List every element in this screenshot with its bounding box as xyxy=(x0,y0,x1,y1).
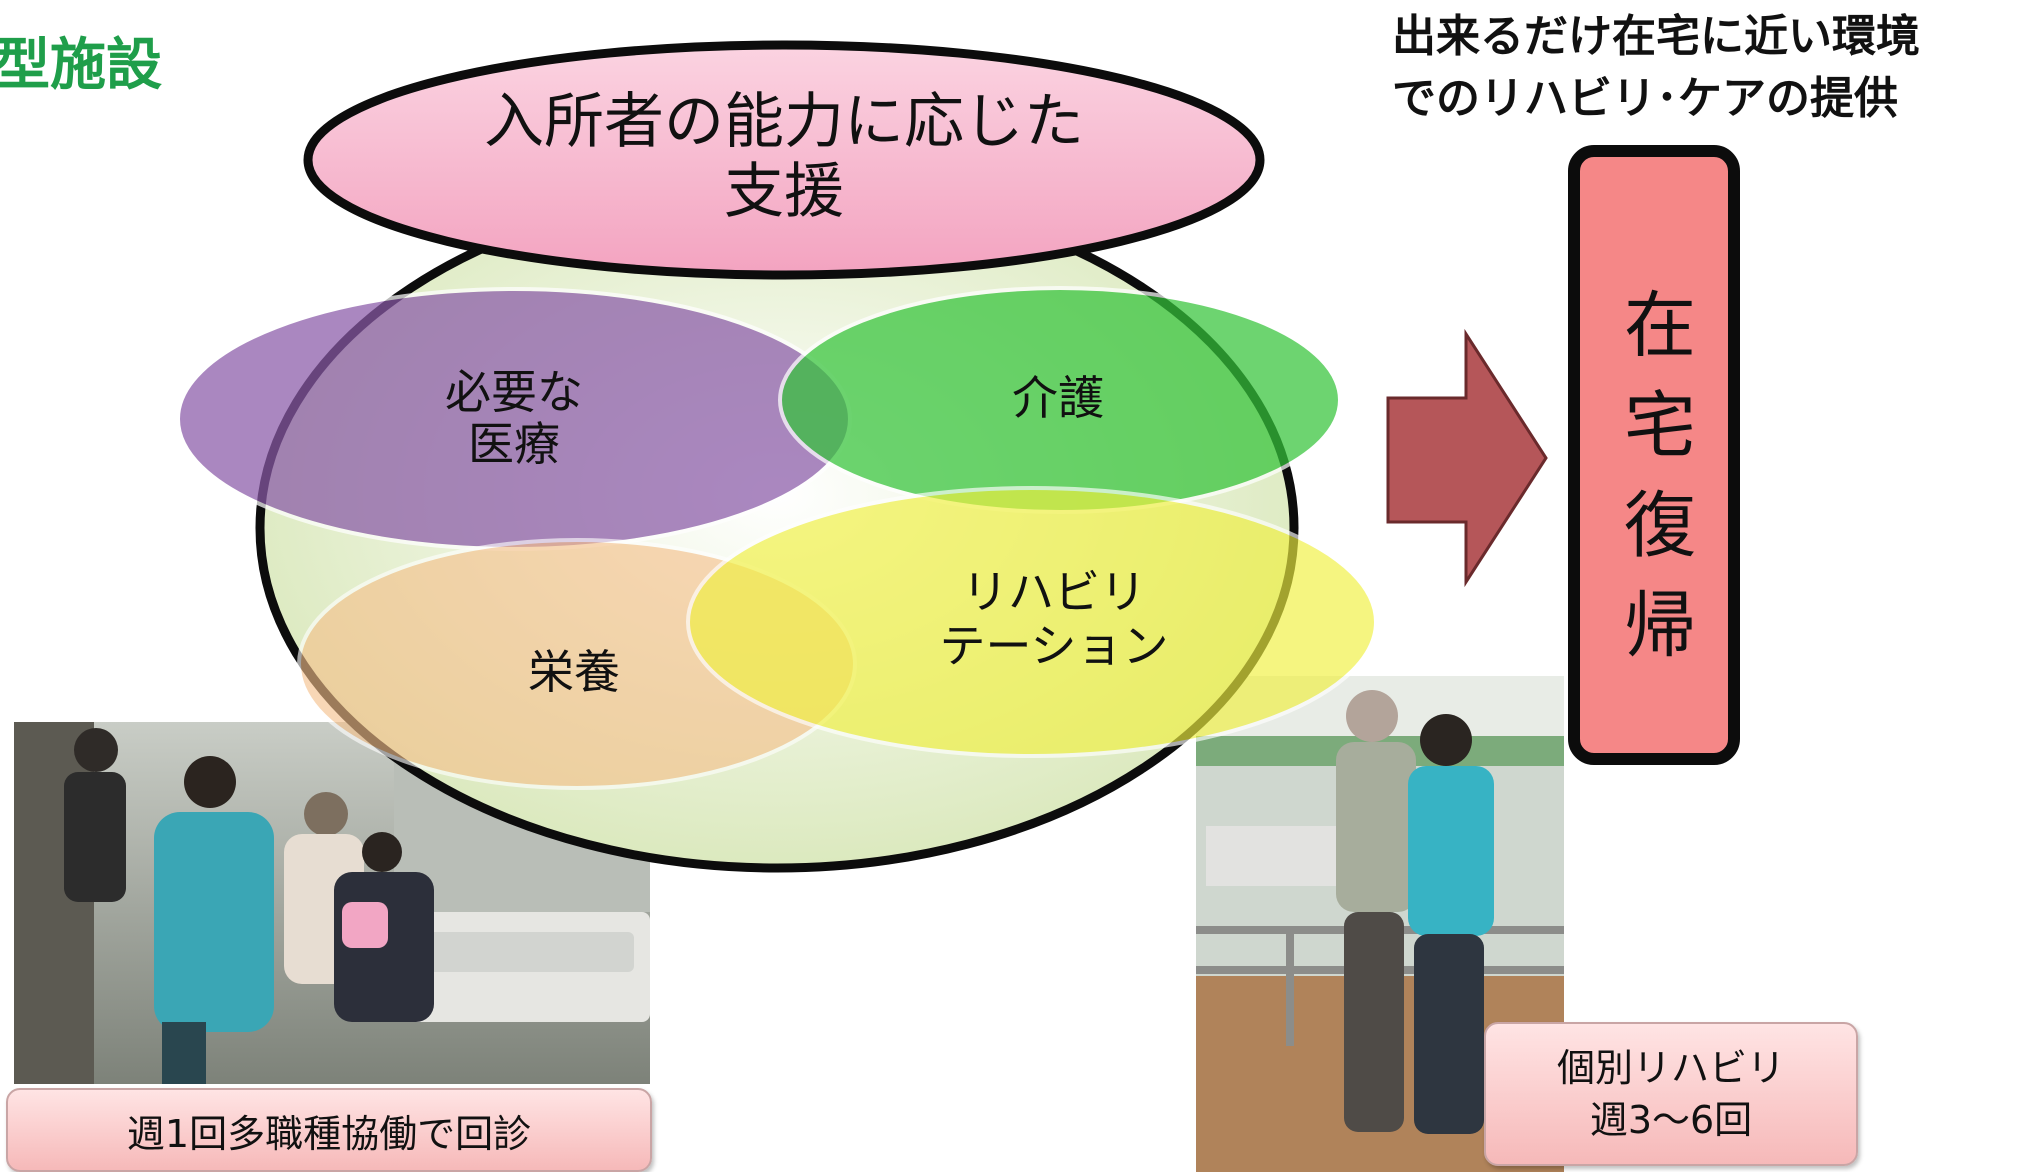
home-return-box: 在宅復帰 xyxy=(1568,145,1740,765)
photo-rehabilitation xyxy=(1196,676,1564,1172)
caption-rehabilitation-line-2: 週3～6回 xyxy=(1589,1098,1753,1142)
home-return-label: 在宅復帰 xyxy=(1611,287,1696,687)
caption-ward-rounds-text: 週1回多職種協働で回診 xyxy=(126,1111,532,1156)
photo-rehabilitation-image xyxy=(1196,676,1564,1172)
nutrition-label: 栄養 xyxy=(528,645,620,699)
caption-rehabilitation: 個別リハビリ 週3～6回 xyxy=(1484,1022,1858,1166)
caption-rehabilitation-line-1: 個別リハビリ xyxy=(1556,1046,1785,1090)
nursing-care-label: 介護 xyxy=(1012,371,1104,425)
medical-label-line-2: 医療 xyxy=(468,417,560,471)
top-ellipse-line-1: 入所者の能力に応じた xyxy=(484,87,1084,157)
rehabilitation-label-line-2: テーション xyxy=(939,619,1168,673)
subtitle-line-1: 出来るだけ在宅に近い環境 xyxy=(1392,11,1920,62)
medical-label-line-1: 必要な xyxy=(445,365,583,419)
subtitle-line-2: でのリハビリ･ケアの提供 xyxy=(1392,73,1898,124)
arrow-right-icon xyxy=(1386,328,1548,588)
rehabilitation-ellipse xyxy=(686,486,1378,758)
rehabilitation-label-line-1: リハビリ xyxy=(962,565,1146,619)
top-ellipse xyxy=(303,40,1265,280)
slide-title-fragment: 型施設 xyxy=(0,33,162,98)
top-ellipse-line-2: 支援 xyxy=(724,157,844,227)
caption-ward-rounds: 週1回多職種協働で回診 xyxy=(6,1088,652,1172)
subtitle-text: 出来るだけ在宅に近い環境 でのリハビリ･ケアの提供 xyxy=(1392,6,1920,130)
